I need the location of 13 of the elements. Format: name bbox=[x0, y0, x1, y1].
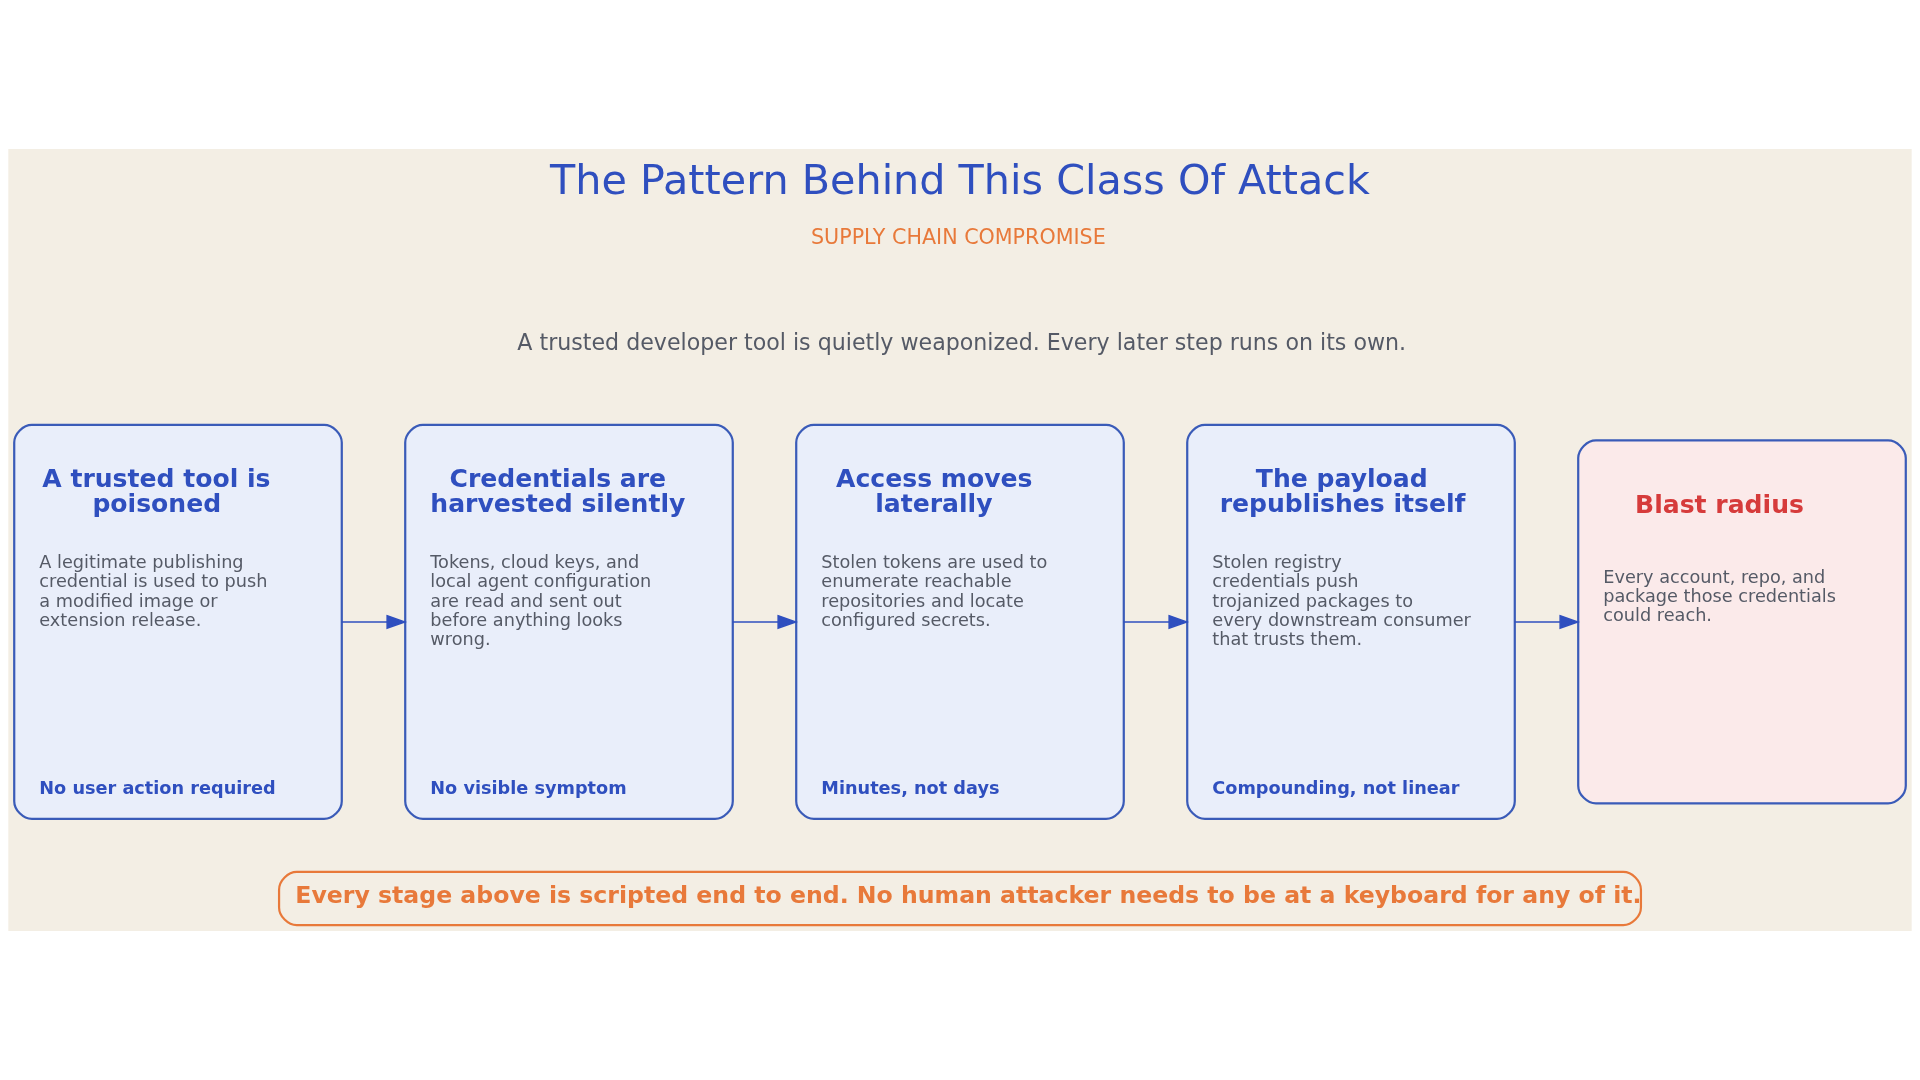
node-box: Access moves laterally Stolen tokens are used to enumerate reachable repositories and locate configured secrets. Minutes, not days bbox=[795, 423, 1125, 820]
label: A trusted developer tool is quietly weaponized. Every later step runs on its own. bbox=[517, 329, 1407, 356]
label: SUPPLY CHAIN COMPROMISE bbox=[810, 225, 1106, 250]
diagram-title: The Pattern Behind This Class Of Attack bbox=[550, 155, 1370, 204]
node-box: Every stage above is scripted end to end. No human attacker needs to be at a keyboard for any of it. bbox=[277, 870, 1643, 927]
arrow bbox=[1514, 614, 1581, 630]
arrow bbox=[732, 614, 799, 630]
node-box: The payload republishes itself Stolen registry credentials push trojanized packages to every downstream consumer that trusts them. Compounding, not linear bbox=[1186, 423, 1516, 820]
node-box: A trusted tool is poisoned A legitimate publishing credential is used to push a modified image or extension release. No user action required bbox=[13, 423, 343, 820]
node-box: Credentials are harvested silently Tokens, cloud keys, and local agent configuration are read and sent out before anything looks wrong. No visible symptom bbox=[404, 423, 734, 820]
node-box: Blast radius Every account, repo, and package those credentials could reach. bbox=[1577, 439, 1907, 805]
arrow bbox=[341, 614, 408, 630]
arrow bbox=[1123, 614, 1190, 630]
